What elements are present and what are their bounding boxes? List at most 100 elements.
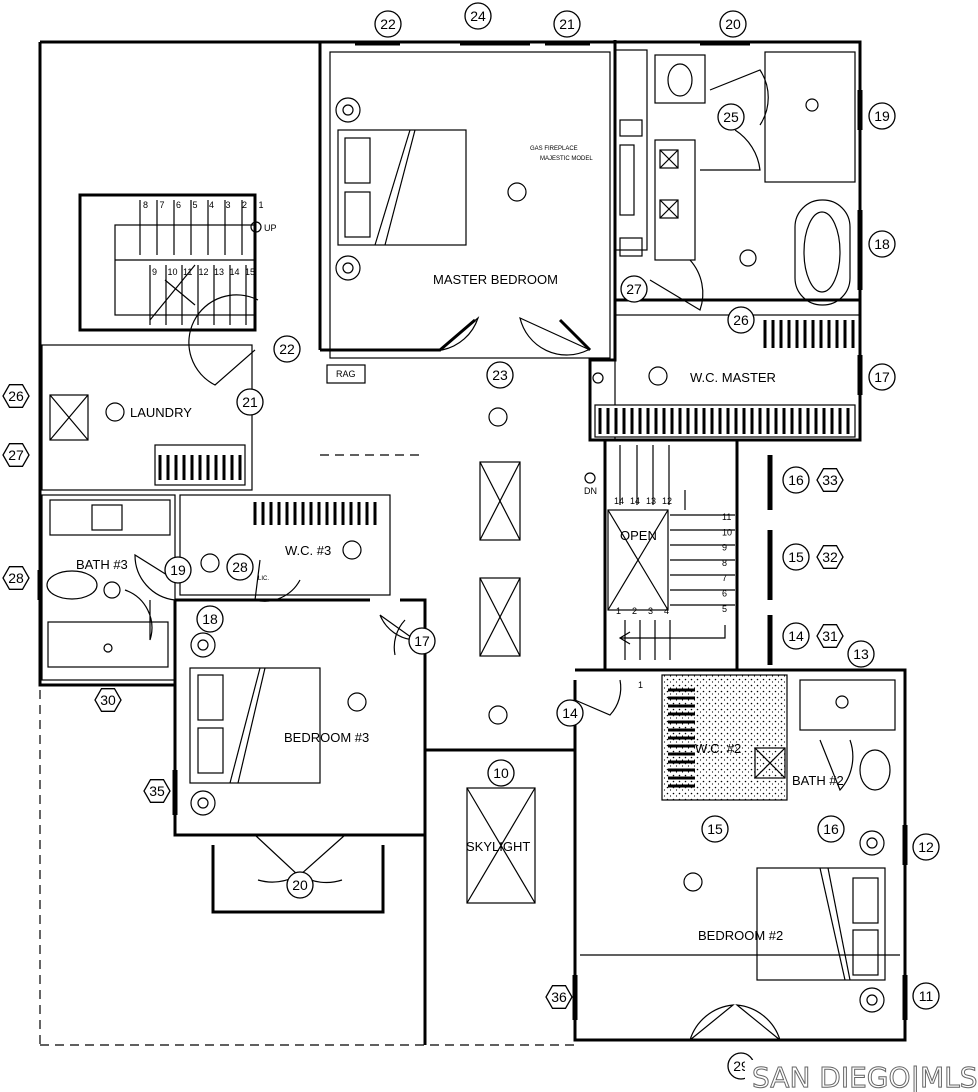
stair-number: 8	[143, 200, 148, 210]
room-label-laundry: LAUNDRY	[130, 405, 192, 420]
circle-tag-ring	[912, 833, 940, 861]
hex-tag-label: 35	[149, 783, 165, 799]
circle-tag: 19	[868, 102, 896, 130]
stair-number: 11	[722, 512, 731, 522]
bedroom-3-area	[173, 598, 427, 914]
circle-tag-ring	[286, 871, 314, 899]
room-label-wc3: W.C. #3	[285, 543, 331, 558]
stair-number: 6	[722, 589, 727, 599]
stair-number: 14	[630, 496, 640, 506]
hex-tag-label: 26	[8, 388, 24, 404]
fireplace-note-line1: GAS FIREPLACE	[530, 146, 578, 152]
laundry-hangers	[158, 455, 377, 525]
room-label-bath2: BATH #2	[792, 773, 844, 788]
wc2-hangers	[668, 688, 695, 788]
hex-tag-shape	[2, 443, 30, 467]
stair-number: 11	[183, 267, 192, 277]
circle-tag-label: 20	[725, 16, 741, 32]
circle-tag-label: 16	[788, 472, 804, 488]
circle-tag-label: 21	[559, 16, 575, 32]
circle-tag-label: 18	[874, 236, 890, 252]
circle-tag-label: 10	[493, 765, 509, 781]
circle-tag: 17	[868, 363, 896, 391]
circle-tag: 27	[620, 275, 648, 303]
stair-number: 13	[646, 496, 656, 506]
circle-tag: 17	[408, 627, 436, 655]
circle-tag: 25	[717, 103, 745, 131]
hex-tag-shape	[545, 985, 573, 1009]
stair-number: 8	[722, 558, 727, 568]
circle-tag-label: 12	[918, 839, 934, 855]
circle-tag-ring	[868, 102, 896, 130]
circle-tag-label: 11	[919, 988, 934, 1004]
hex-tag: 35	[143, 779, 171, 803]
stair-number: 7	[160, 200, 165, 210]
closet-hangers	[598, 320, 855, 434]
circle-tag-label: 14	[562, 705, 578, 721]
window-marks	[37, 40, 908, 1020]
hex-tag-label: 33	[822, 472, 838, 488]
circle-tag-label: 17	[874, 369, 890, 385]
circle-tag: 24	[464, 2, 492, 30]
hall-area	[39, 407, 575, 1046]
circle-tag-ring	[727, 306, 755, 334]
circle-tag: 14	[556, 699, 584, 727]
stair-number: 15	[245, 267, 255, 277]
circle-tag: 22	[374, 10, 402, 38]
hex-tag: 31	[816, 624, 844, 648]
hex-tag-label: 32	[822, 549, 838, 565]
stair-number: 4	[209, 200, 214, 210]
circle-tag: 21	[553, 10, 581, 38]
circle-tag-label: 19	[170, 562, 186, 578]
circle-tag-ring	[868, 363, 896, 391]
circle-tag-ring	[556, 699, 584, 727]
hex-tag-label: 28	[8, 570, 24, 586]
hex-tag-shape	[94, 688, 122, 712]
hex-tag: 26	[2, 384, 30, 408]
circle-tag-ring	[717, 103, 745, 131]
circle-tag-ring	[196, 605, 224, 633]
stair-number: 13	[214, 267, 224, 277]
stair-number: 1	[616, 606, 621, 616]
circle-tag-ring	[408, 627, 436, 655]
circle-tag: 20	[286, 871, 314, 899]
circle-tag: 15	[782, 543, 810, 571]
circle-tag-ring	[912, 982, 940, 1010]
circle-tag: 23	[486, 361, 514, 389]
room-label-open: OPEN	[620, 528, 657, 543]
hex-tag: 32	[816, 545, 844, 569]
circle-tag-ring	[226, 553, 254, 581]
circle-tag-ring	[782, 622, 810, 650]
rag-label: RAG	[336, 369, 356, 379]
hex-tag-shape	[143, 779, 171, 803]
hex-tag: 27	[2, 443, 30, 467]
stair-landing-number: 1	[638, 680, 643, 690]
hex-tag-shape	[2, 566, 30, 590]
circle-tag-label: 22	[380, 16, 396, 32]
circle-tag-ring	[782, 543, 810, 571]
circle-tag-label: 26	[733, 312, 749, 328]
stair-number: 5	[193, 200, 198, 210]
room-label-bedroom3: BEDROOM #3	[284, 730, 369, 745]
room-label-skylight: SKYLIGHT	[466, 839, 530, 854]
circle-tag: 18	[868, 230, 896, 258]
stair-number: 10	[168, 267, 178, 277]
rag-box	[326, 364, 366, 384]
stair-up-label: UP	[264, 223, 277, 233]
circle-tag-ring	[273, 335, 301, 363]
stair-number: 3	[648, 606, 653, 616]
circle-tag-ring	[701, 815, 729, 843]
upper-stair	[78, 193, 262, 332]
stair-number: 10	[722, 527, 732, 537]
circle-tag-ring	[374, 10, 402, 38]
stair-number: 1	[259, 200, 264, 210]
room-label-wc-master: W.C. MASTER	[690, 370, 776, 385]
circle-tag-label: 14	[788, 628, 804, 644]
main-stair	[584, 440, 739, 670]
fireplace-note-line2: MAJESTIC MODEL	[540, 156, 593, 162]
circle-tag-label: 15	[788, 549, 804, 565]
circle-tag-ring	[719, 10, 747, 38]
circle-tag: 14	[782, 622, 810, 650]
